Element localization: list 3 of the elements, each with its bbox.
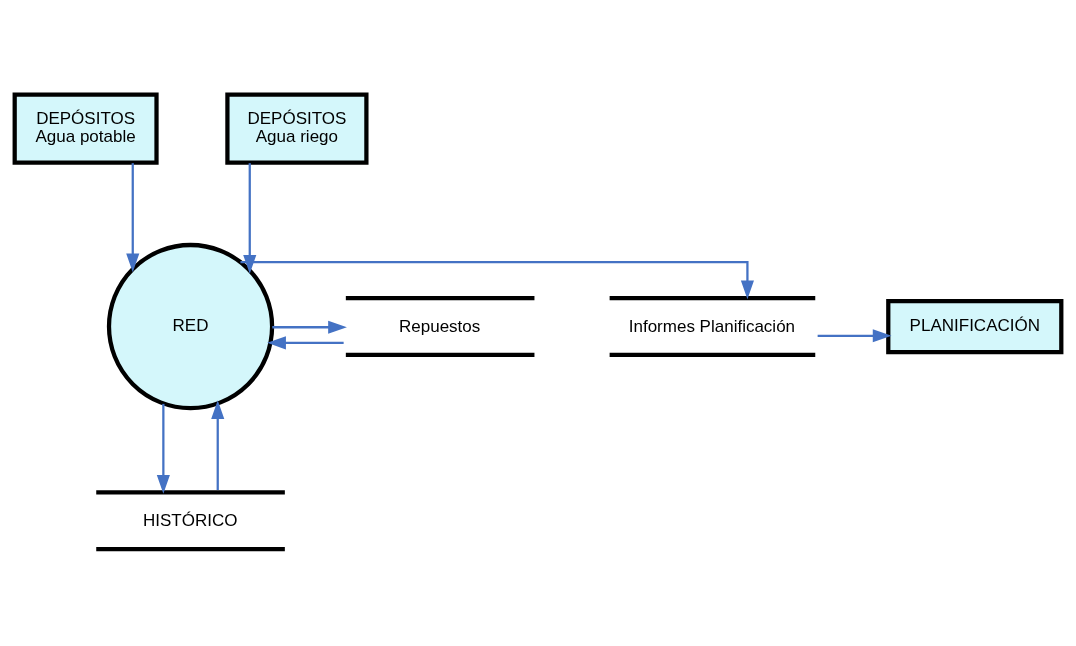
node-text: Repuestos [399, 316, 481, 336]
node-text: Informes Planificación [628, 316, 796, 336]
node-text: HISTÓRICO [143, 510, 238, 530]
